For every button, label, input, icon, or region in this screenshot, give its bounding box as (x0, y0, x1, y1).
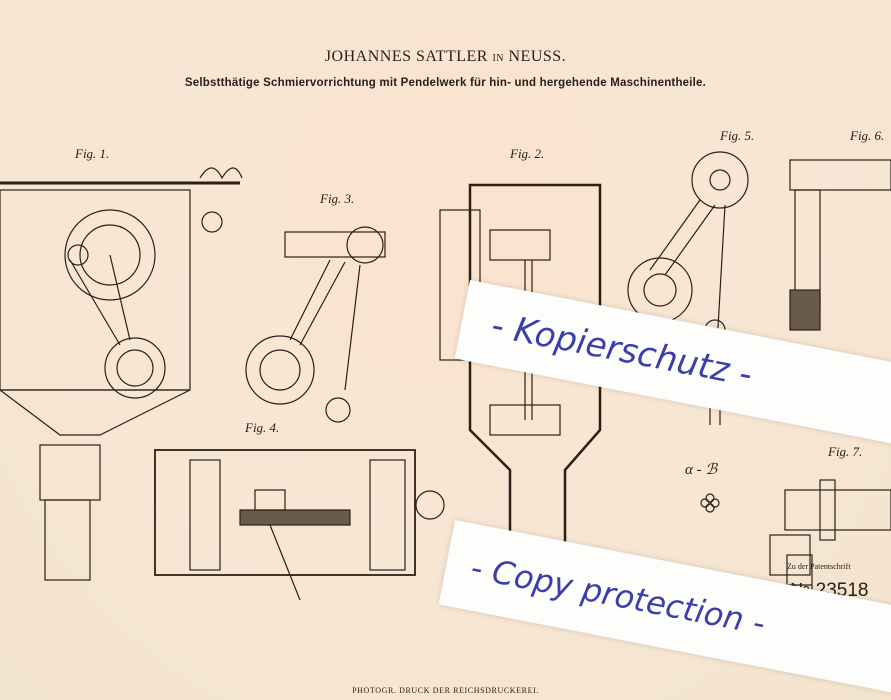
patent-title: Selbstthätige Schmiervorrichtung mit Pen… (184, 77, 707, 89)
figure-1-drawing (0, 167, 243, 581)
section-cross-mark (700, 493, 720, 513)
fig-2-label: Fig. 2. (510, 146, 545, 161)
figure-6-drawing (789, 159, 891, 331)
fig-7-label: Fig. 7. (828, 444, 863, 459)
figure-4-drawing (154, 449, 445, 601)
section-label: α - ℬ (685, 462, 718, 478)
patent-reference: Zu der Patentschrift (787, 562, 851, 571)
author-in: IN (492, 53, 504, 64)
printer-footer: PHOTOGR. DRUCK DER REICHSDRUCKEREI. (352, 686, 539, 695)
fig-4-label: Fig. 4. (245, 420, 280, 435)
figure-3-drawing (245, 226, 386, 423)
patent-author-line: JOHANNES SATTLER IN NEUSS. (0, 48, 891, 66)
author-city: NEUSS. (508, 48, 567, 65)
fig-1-label: Fig. 1. (75, 146, 110, 161)
fig-3-label: Fig. 3. (320, 191, 355, 206)
fig-5-label: Fig. 5. (720, 128, 755, 143)
figure-7-drawing (769, 479, 891, 576)
author-name: JOHANNES SATTLER (324, 48, 488, 65)
fig-6-label: Fig. 6. (850, 128, 885, 143)
